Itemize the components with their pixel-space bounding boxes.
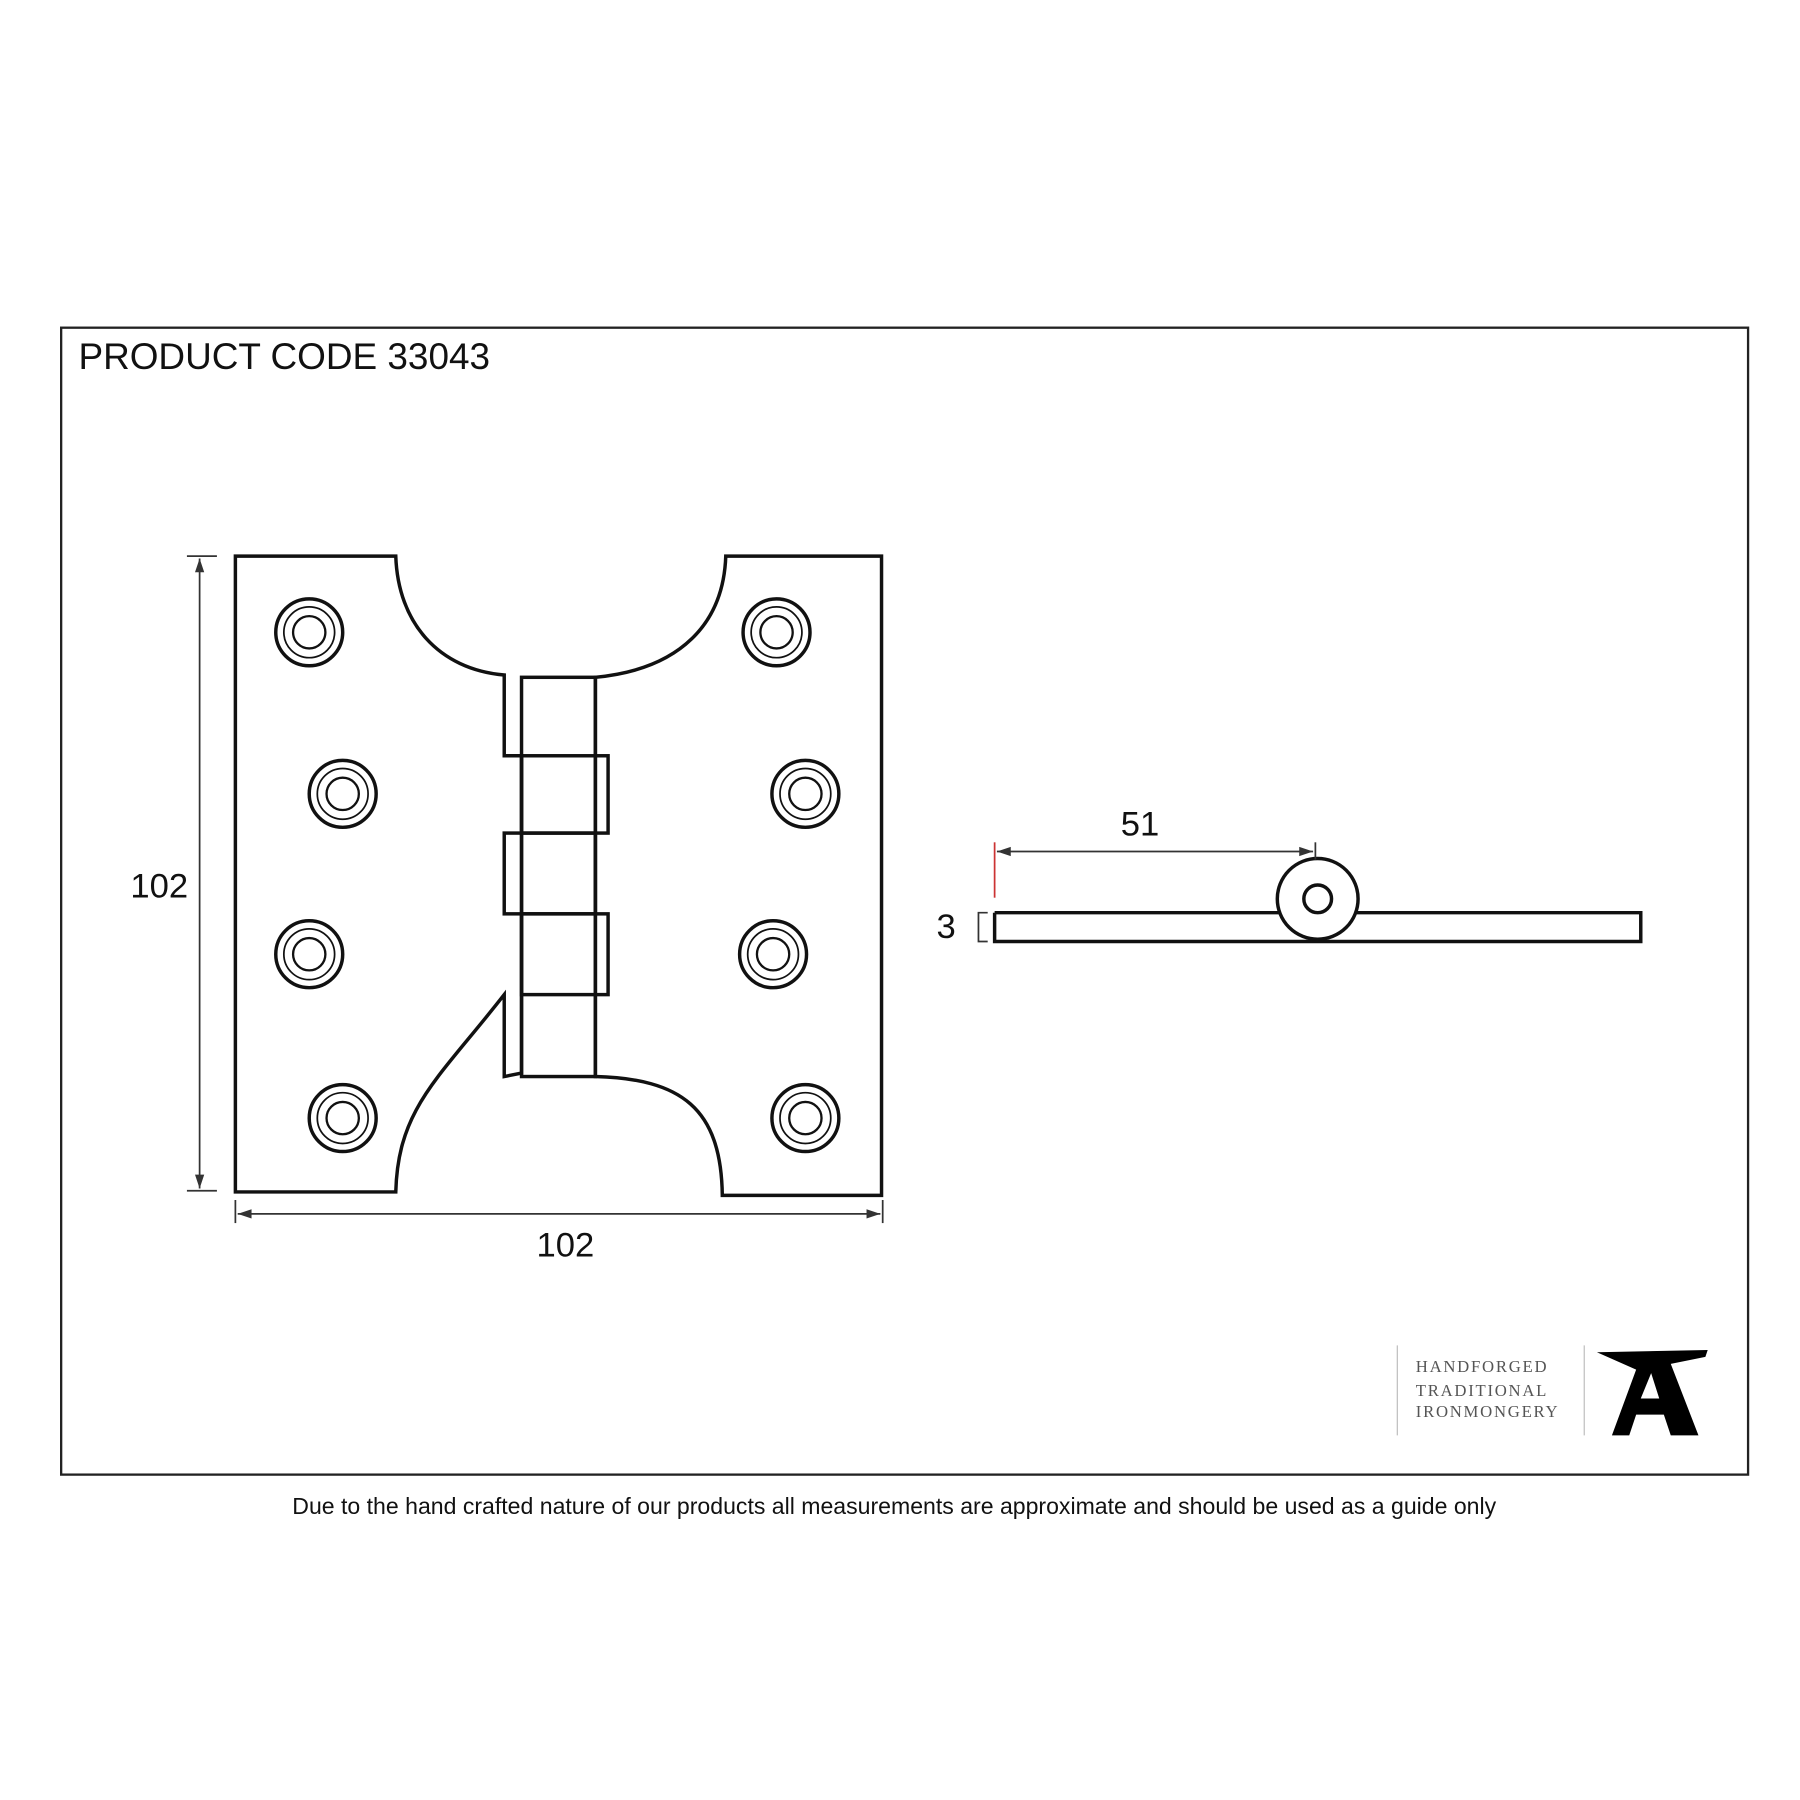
svg-text:TRADITIONAL: TRADITIONAL [1416,1381,1548,1400]
screw-hole [316,1091,369,1145]
width-label: 102 [537,1227,595,1265]
screw-hole [746,927,800,981]
screw-hole [737,919,809,990]
screw-hole [770,758,841,830]
svg-text:IRONMONGERY: IRONMONGERY [1416,1402,1560,1421]
screw-hole [755,936,791,972]
width-dimension: 102 [234,1200,884,1265]
thickness-label: 3 [937,908,956,946]
screw-hole [788,1100,823,1136]
screw-hole [291,615,327,650]
disclaimer: Due to the hand crafted nature of our pr… [292,1493,1496,1519]
screw-hole [282,606,336,659]
product-code-title: PRODUCT CODE 33043 [78,336,490,377]
screw-hole [325,1100,360,1136]
knuckle [519,912,610,997]
svg-text:HANDFORGED: HANDFORGED [1416,1357,1549,1376]
screw-hole [316,767,369,821]
screw-hole [788,776,823,812]
screw-hole [750,606,803,659]
screw-hole [307,1082,378,1154]
screw-hole [741,597,812,668]
drawing-frame [60,326,1750,1476]
height-label: 102 [130,868,188,906]
screw-hole [325,776,360,812]
screw-hole [779,767,832,821]
screw-hole [282,927,336,981]
screw-hole [770,1082,841,1154]
anvil-logo-icon [1596,1350,1708,1436]
screw-hole [307,758,378,830]
hinge-side-view: 51 3 [937,805,1643,946]
screw-hole [779,1091,832,1145]
height-dimension: 102 [130,555,217,1192]
screw-hole [759,615,794,650]
half-width-label: 51 [1121,805,1160,843]
screw-hole [291,936,327,972]
hinge-front-view [233,554,884,1198]
screw-hole [274,919,345,990]
brand-logo: HANDFORGED TRADITIONAL IRONMONGERY [1396,1345,1708,1436]
screw-hole [274,597,345,668]
left-leaf [233,554,524,1194]
